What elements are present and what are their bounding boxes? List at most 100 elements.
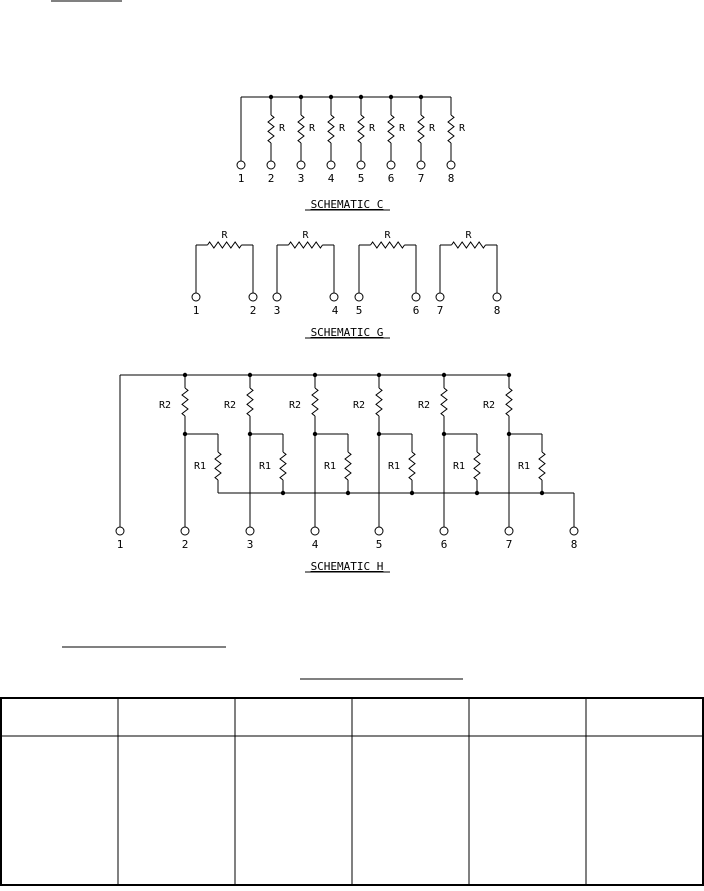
- resistor: [207, 241, 242, 249]
- terminal-number: 2: [250, 304, 257, 317]
- r2-label: R2: [483, 400, 495, 411]
- terminal-number: 3: [247, 538, 254, 551]
- r2-label: R2: [353, 400, 365, 411]
- terminal-6: [411, 292, 421, 302]
- resistor: [267, 114, 275, 144]
- terminal-4: [329, 292, 339, 302]
- resistor: [288, 241, 323, 249]
- resistor: [297, 114, 305, 144]
- terminal-number: 5: [358, 172, 365, 185]
- r2-label: R2: [159, 400, 171, 411]
- terminal-number: 6: [388, 172, 395, 185]
- schematic-h-title: SCHEMATIC H: [311, 560, 384, 573]
- resistor: [370, 241, 405, 249]
- terminal-8: [446, 160, 456, 170]
- resistor-label: R: [279, 123, 286, 134]
- terminal-5: [374, 526, 384, 536]
- resistor-r2: [311, 387, 319, 417]
- resistor-r2: [375, 387, 383, 417]
- terminal-4: [310, 526, 320, 536]
- terminal-2: [266, 160, 276, 170]
- terminal-1: [115, 526, 125, 536]
- resistor-r1: [279, 451, 287, 481]
- schematic-c: R R R R R R R 1 2 3 4 5 6 7 8: [236, 94, 466, 185]
- terminal-number: 7: [418, 172, 425, 185]
- terminal-number: 6: [441, 538, 448, 551]
- resistor-r2: [440, 387, 448, 417]
- r1-label: R1: [259, 461, 271, 472]
- terminal-number: 3: [298, 172, 305, 185]
- terminal-number: 4: [332, 304, 339, 317]
- resistor-label: R: [465, 230, 472, 241]
- resistor-label: R: [369, 123, 376, 134]
- terminal-7: [504, 526, 514, 536]
- terminal-3: [245, 526, 255, 536]
- resistor-r1: [473, 451, 481, 481]
- terminal-2: [180, 526, 190, 536]
- terminal-number: 8: [494, 304, 501, 317]
- resistor-label: R: [302, 230, 309, 241]
- schematic-c-title: SCHEMATIC C: [311, 198, 384, 211]
- r2-label: R2: [224, 400, 236, 411]
- terminal-number: 3: [274, 304, 281, 317]
- terminal-1: [236, 160, 246, 170]
- terminal-number: 2: [268, 172, 275, 185]
- resistor-r2: [505, 387, 513, 417]
- resistor-r1: [408, 451, 416, 481]
- resistor-label: R: [429, 123, 436, 134]
- terminal-number: 8: [448, 172, 455, 185]
- schematic-g-title: SCHEMATIC G: [311, 326, 384, 339]
- terminal-7: [416, 160, 426, 170]
- resistor-r1: [344, 451, 352, 481]
- terminal-8: [569, 526, 579, 536]
- terminal-number: 5: [356, 304, 363, 317]
- terminal-3: [296, 160, 306, 170]
- resistor-label: R: [399, 123, 406, 134]
- terminal-number: 6: [413, 304, 420, 317]
- terminal-number: 7: [437, 304, 444, 317]
- schematic-g: R R R R 1 2 3 4 5 6 7 8: [191, 230, 502, 317]
- resistor-label: R: [221, 230, 228, 241]
- terminal-6: [439, 526, 449, 536]
- resistor-label: R: [384, 230, 391, 241]
- resistor-r1: [214, 451, 222, 481]
- resistor-label: R: [459, 123, 466, 134]
- resistor: [417, 114, 425, 144]
- resistor: [357, 114, 365, 144]
- terminal-5: [356, 160, 366, 170]
- resistor-label: R: [309, 123, 316, 134]
- r2-label: R2: [418, 400, 430, 411]
- terminal-7: [435, 292, 445, 302]
- terminal-number: 4: [328, 172, 335, 185]
- terminal-number: 8: [571, 538, 578, 551]
- terminal-6: [386, 160, 396, 170]
- resistor-r1: [538, 451, 546, 481]
- resistor-r2: [246, 387, 254, 417]
- r1-label: R1: [324, 461, 336, 472]
- terminal-number: 2: [182, 538, 189, 551]
- terminal-number: 7: [506, 538, 513, 551]
- terminal-number: 1: [238, 172, 245, 185]
- terminal-1: [191, 292, 201, 302]
- resistor-r2: [181, 387, 189, 417]
- terminal-3: [272, 292, 282, 302]
- terminal-number: 1: [193, 304, 200, 317]
- terminal-number: 5: [376, 538, 383, 551]
- r1-label: R1: [194, 461, 206, 472]
- resistor: [387, 114, 395, 144]
- r1-label: R1: [388, 461, 400, 472]
- terminal-8: [492, 292, 502, 302]
- terminal-2: [248, 292, 258, 302]
- terminal-5: [354, 292, 364, 302]
- terminal-number: 1: [117, 538, 124, 551]
- r1-label: R1: [453, 461, 465, 472]
- resistor: [447, 114, 455, 144]
- resistor-label: R: [339, 123, 346, 134]
- data-table: [0, 697, 704, 886]
- resistor: [327, 114, 335, 144]
- resistor: [451, 241, 486, 249]
- r1-label: R1: [518, 461, 530, 472]
